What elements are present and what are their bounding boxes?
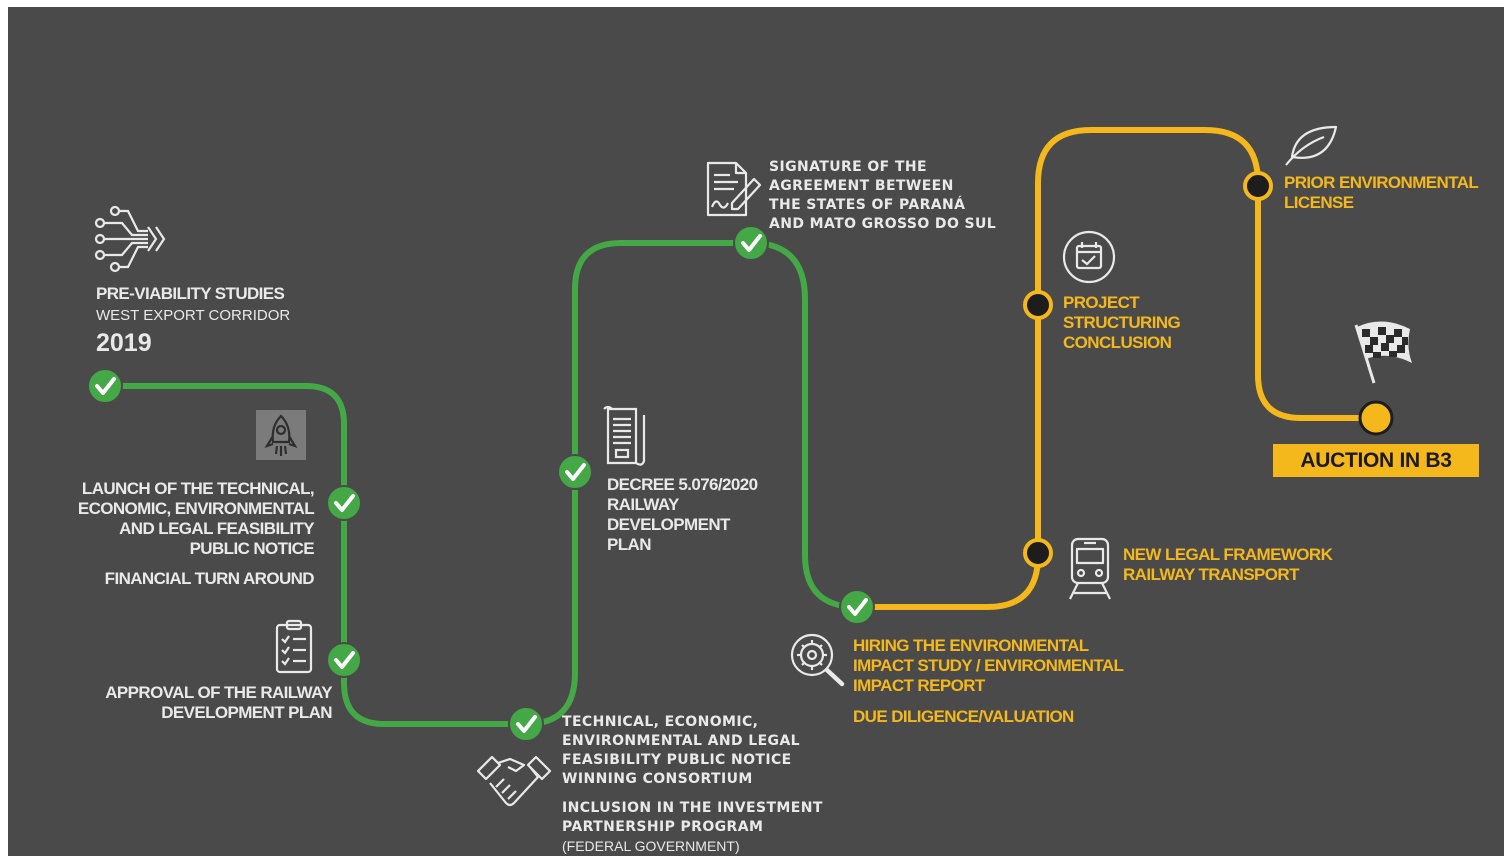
- gear-search-icon: [790, 633, 845, 687]
- financial-turnaround-label: FINANCIAL TURN AROUND: [104, 569, 315, 588]
- pre-viability-subtitle: WEST EXPORT CORRIDOR: [96, 307, 291, 324]
- hiring-eis-label: HIRING THE ENVIRONMENTAL IMPACT STUDY / …: [853, 636, 1124, 695]
- federal-government-note: (FEDERAL GOVERNMENT): [562, 838, 740, 854]
- checkered-flag-icon: [1354, 321, 1412, 384]
- signature-label: SIGNATURE OF THE AGREEMENT BETWEEN THE S…: [769, 159, 997, 232]
- investment-program-label: INCLUSION IN THE INVESTMENT PARTNERSHIP …: [562, 800, 823, 835]
- auction-badge: AUCTION IN B3: [1273, 444, 1479, 477]
- checklist-icon: [275, 619, 313, 674]
- final-marker-auction: [1358, 400, 1394, 436]
- check-marker-launch-notice: [326, 485, 362, 521]
- check-marker-decree: [557, 454, 593, 490]
- document-scroll-icon: [603, 405, 646, 466]
- leaf-icon: [1285, 125, 1338, 166]
- project-structuring-label: PROJECT STRUCTURING CONCLUSION: [1063, 293, 1181, 352]
- upcoming-track-line: [854, 127, 1379, 610]
- calendar-check-icon: [1062, 230, 1116, 284]
- check-marker-hiring-eis: [839, 589, 875, 625]
- handshake-icon: [476, 755, 552, 807]
- signed-document-icon: [706, 161, 762, 217]
- rocket-icon: [256, 410, 306, 460]
- launch-notice-label: LAUNCH OF THE TECHNICAL, ECONOMIC, ENVIR…: [77, 479, 315, 558]
- winning-consortium-label: TECHNICAL, ECONOMIC, ENVIRONMENTAL AND L…: [562, 714, 801, 787]
- digital-arrows-icon: [94, 205, 166, 273]
- pre-viability-title: PRE-VIABILITY STUDIES: [96, 284, 285, 303]
- legal-framework-label: NEW LEGAL FRAMEWORK RAILWAY TRANSPORT: [1123, 545, 1333, 584]
- check-marker-approval-plan: [326, 642, 362, 678]
- pending-marker-legal-framework: [1023, 538, 1053, 568]
- check-marker-winning-consortium: [508, 706, 544, 742]
- environmental-license-label: PRIOR ENVIRONMENTAL LICENSE: [1284, 173, 1479, 212]
- pending-marker-project-structuring: [1023, 290, 1053, 320]
- check-marker-pre-viability: [87, 368, 123, 404]
- pre-viability-year: 2019: [96, 329, 152, 357]
- train-icon: [1069, 537, 1111, 600]
- roadmap-canvas: PRE-VIABILITY STUDIES WEST EXPORT CORRID…: [8, 7, 1504, 856]
- pending-marker-environmental-license: [1243, 171, 1273, 201]
- roadmap-track: [87, 127, 1394, 742]
- approval-plan-label: APPROVAL OF THE RAILWAY DEVELOPMENT PLAN: [105, 683, 332, 722]
- due-diligence-label: DUE DILIGENCE/VALUATION: [853, 707, 1074, 726]
- decree-label: DECREE 5.076/2020 RAILWAY DEVELOPMENT PL…: [607, 475, 758, 554]
- completed-track-line: [102, 240, 860, 727]
- check-marker-signature: [733, 225, 769, 261]
